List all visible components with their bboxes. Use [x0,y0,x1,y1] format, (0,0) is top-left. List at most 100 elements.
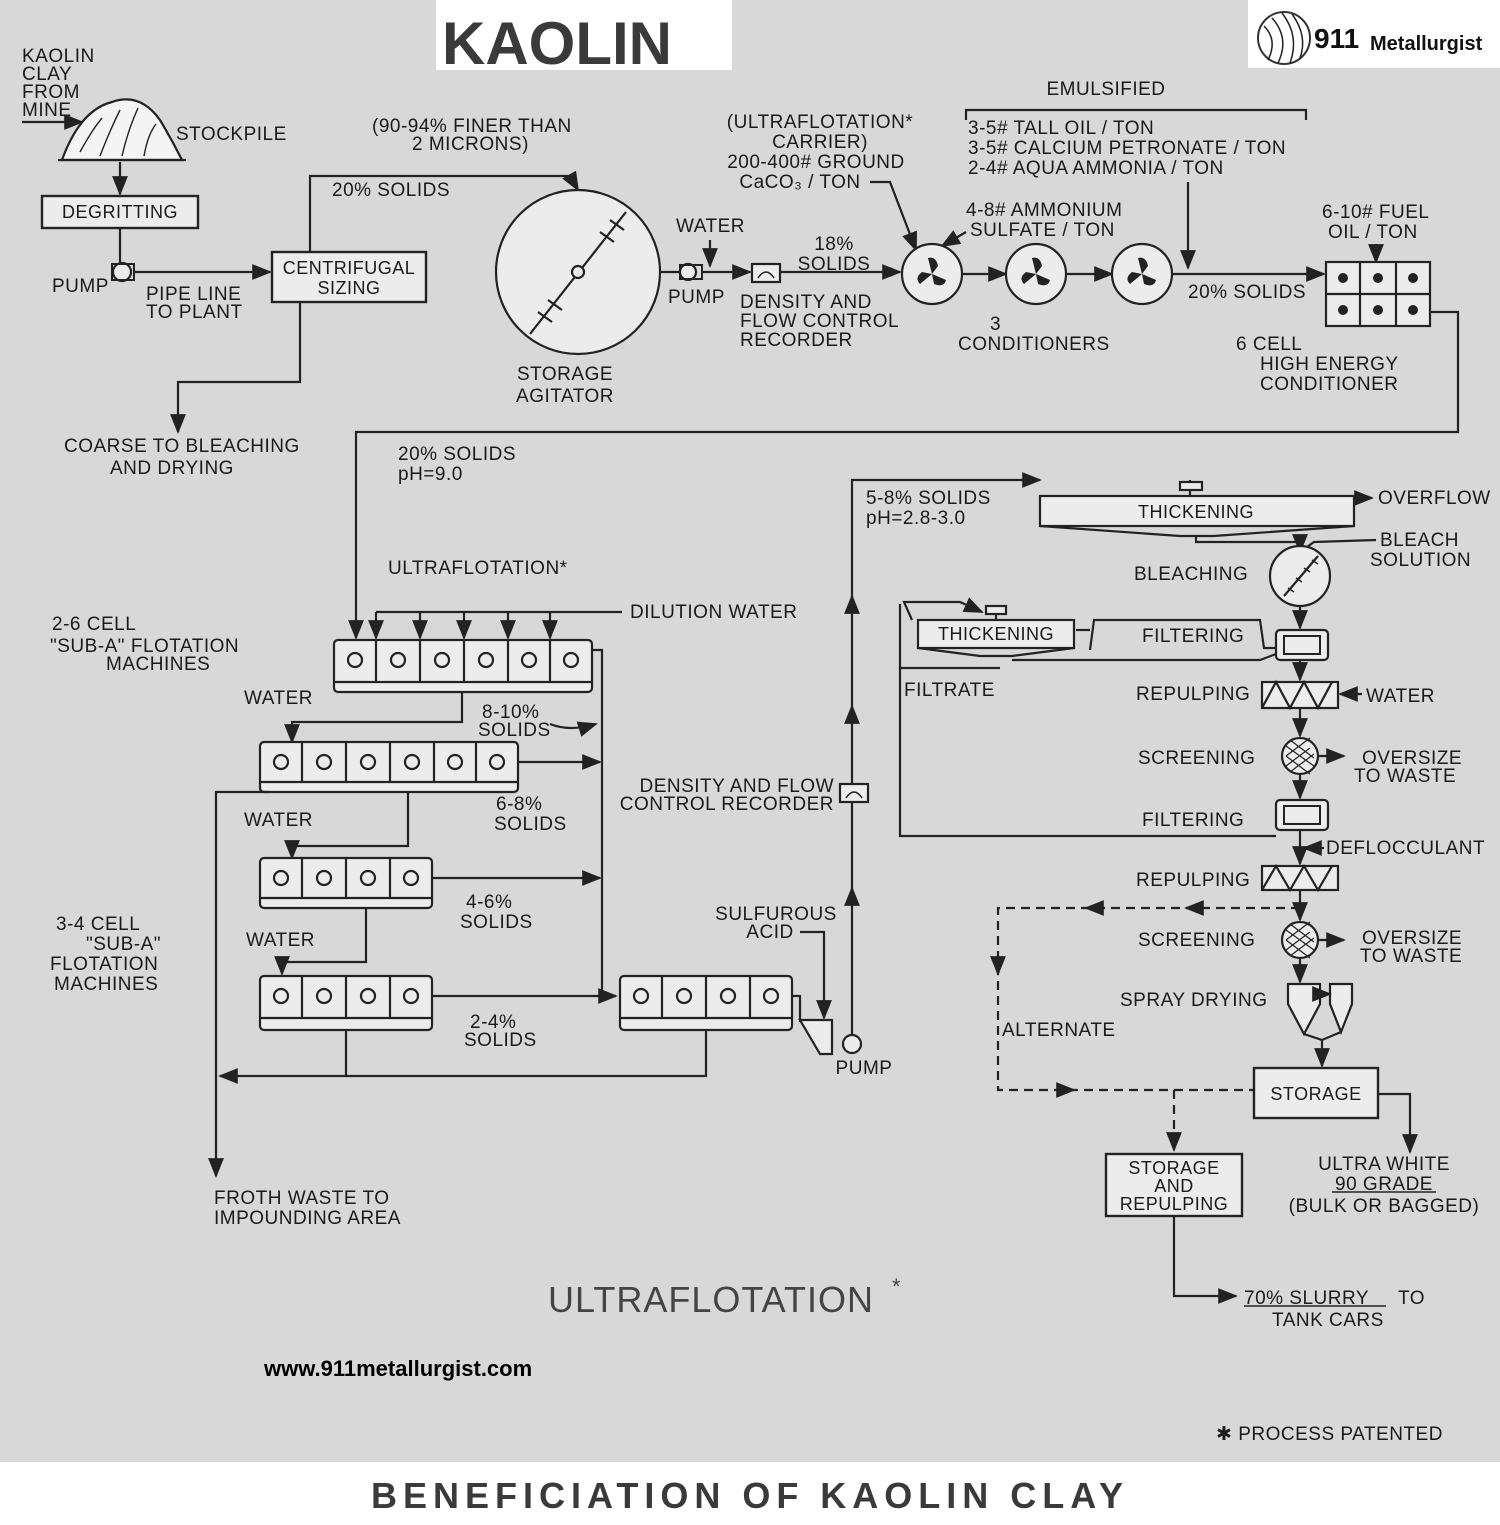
ultra-white-label-1: ULTRA WHITE [1318,1154,1450,1175]
logo-name: Metallurgist [1370,33,1483,55]
water-label-3: WATER [246,930,315,951]
filtrate-loop-line [898,666,1276,838]
cleaner-tails-line [346,1030,708,1078]
repulper-icon [1260,679,1340,711]
slurry-label-1: 70% SLURRY [1244,1288,1369,1309]
fuel-oil-label-2: OIL / TON [1328,222,1418,243]
solids-20-label: 20% SOLIDS [332,180,450,201]
fines-line [308,170,579,252]
leader-line [549,721,598,737]
slurry-line [1172,1216,1238,1304]
bleach-solution-label-1: BLEACH [1380,530,1459,551]
carrier-label-4: CaCO₃ / TON [739,172,860,193]
sub-a-2-6-label-3: MACHINES [106,654,210,675]
centrifugal-label-2: SIZING [317,278,380,298]
ultraflotation-heading: ULTRAFLOTATION [548,1279,874,1320]
hec-label-3: CONDITIONER [1260,374,1399,395]
spray-drying-label: SPRAY DRYING [1120,990,1268,1011]
reagent-2: 3-5# CALCIUM PETRONATE / TON [968,138,1286,159]
flot-density-label-2: CONTROL RECORDER [620,794,834,815]
storage-agitator-label-1: STORAGE [517,364,613,385]
acid-line [800,930,832,1020]
ultra-white-label-2: 90 GRADE [1335,1174,1433,1195]
pipe-line-label-1: PIPE LINE [146,284,241,305]
ultraflotation-label: ULTRAFLOTATION* [388,558,568,579]
filtering-label-1: FILTERING [1142,626,1244,647]
logo-sphere-icon [1257,11,1311,65]
flotation-machine-4-cell [258,974,434,1032]
storage-agitator-label-2: AGITATOR [516,386,614,407]
hec-label-1: 6 CELL [1236,334,1302,355]
oversize2-label-2: TO WASTE [1360,946,1462,967]
s4-6-label-2: SOLIDS [460,912,533,933]
feed-line-3: FROM [22,82,80,103]
oversize2-label-1: OVERSIZE [1362,928,1462,949]
density-label-3: RECORDER [740,330,853,351]
reagent-1: 3-5# TALL OIL / TON [968,118,1154,139]
sub-a-3-4-label-1: 3-4 CELL [56,914,140,935]
product-riser [850,472,1042,1034]
coarse-label-2: AND DRYING [110,458,234,479]
title-background [436,0,732,70]
repulping-label-1: REPULPING [1136,684,1250,705]
filtrate-return-line [1088,618,1276,651]
sub-a-2-6-label-2: "SUB-A" FLOTATION [50,636,239,657]
degritting-label: DEGRITTING [62,202,178,222]
logo-number: 911 [1314,23,1359,54]
page-title: KAOLIN [442,10,672,77]
banner-title: BENEFICIATION OF KAOLIN CLAY [371,1475,1129,1516]
flow-line [792,994,802,1022]
feed-line-4: MINE [22,100,72,121]
bleaching-tank-icon [1268,544,1332,608]
centrifugal-label-1: CENTRIFUGAL [283,258,416,278]
feed-to-flotation-line [348,310,1460,640]
sub-a-3-4-label-4: MACHINES [54,974,158,995]
pump-label: PUMP [52,276,109,297]
thickener-icon [916,604,1076,658]
storage-repulping-label-1: STORAGE [1128,1158,1219,1178]
screen-icon [1280,736,1320,776]
flotation-machine-6-cell [332,638,594,694]
storage-agitator-icon [494,188,662,356]
screen-icon [1280,920,1320,960]
thickening-label: THICKENING [1138,502,1254,522]
water-label-1: WATER [244,688,313,709]
hec-label-2: HIGH ENERGY [1260,354,1399,375]
solids-20b-label: 20% SOLIDS [1188,282,1306,303]
pump-icon [678,262,703,282]
overflow-line [902,597,984,621]
flot-density-label-1: DENSITY AND FLOW [639,776,834,797]
recorder-icon [838,782,870,804]
finish-solids-label-2: pH=2.8-3.0 [866,508,966,529]
ammonium-label-1: 4-8# AMMONIUM [966,200,1122,221]
alternate-label: ALTERNATE [1002,1020,1116,1041]
website-url[interactable]: www.911metallurgist.com [263,1356,532,1381]
sub-a-2-6-label-1: 2-6 CELL [52,614,136,635]
flotation-machine-6-cell [258,740,520,794]
ammonium-label-2: SULFATE / TON [970,220,1115,241]
deflocculant-label: DEFLOCCULANT [1326,838,1485,859]
ultraflotation-asterisk: * [892,1274,902,1299]
oversize-label-1: OVERSIZE [1362,748,1462,769]
slurry-label-3: TANK CARS [1272,1310,1384,1331]
s8-10-label-1: 8-10% [482,702,539,723]
flotation-machine-4-cell [618,974,794,1032]
thickener-icon [1038,480,1356,538]
finer-label-2: 2 MICRONS) [412,134,529,155]
recorder-icon [750,262,782,284]
carrier-line [870,180,918,252]
product-line [1378,1092,1418,1154]
feed-line-1: KAOLIN [22,46,95,67]
pump-icon [111,261,135,283]
conditioners-label-1: 3 [990,314,1001,335]
screening-label-2: SCREENING [1138,930,1255,951]
s8-10-label-2: SOLIDS [478,720,551,741]
repulper-icon [1260,863,1340,893]
froth-label-1: FROTH WASTE TO [214,1188,390,1209]
density-label-2: FLOW CONTROL [740,311,899,332]
sulfurous-label-1: SULFUROUS [715,904,837,925]
flotation-machine-4-cell [258,856,434,910]
pump-icon [841,1033,863,1055]
